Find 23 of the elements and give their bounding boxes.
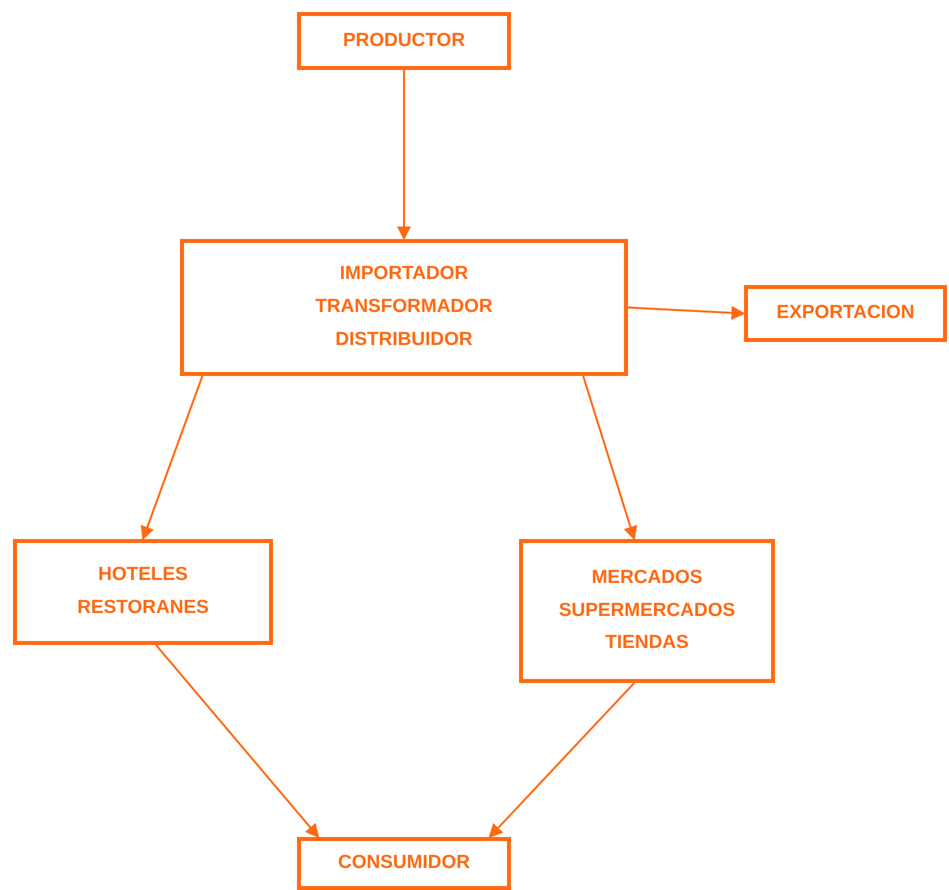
process-box [13,539,273,645]
arrow [397,70,411,240]
node-label: RESTORANES [77,598,209,619]
process-box [744,285,947,342]
arrow [155,644,320,838]
node-label: SUPERMERCADOS [558,600,736,622]
node-label: CONSUMIDOR [338,853,470,874]
node-label: TIENDAS [605,633,689,654]
node-label: MERCADOS [592,568,702,589]
arrow [140,376,204,540]
process-box [519,539,775,683]
process-box [297,12,511,70]
arrow [488,682,635,838]
process-box [297,837,511,890]
node-label: IMPORTADOR [340,264,468,286]
node-label: PRODUCTOR [342,30,466,52]
arrow [582,376,638,540]
node-label: HOTELES [98,565,188,586]
arrow [628,306,746,320]
process-box [180,239,628,376]
node-label: EXPORTACION [776,303,914,324]
node-label: TRANSFORMADOR [315,297,493,318]
node-label: DISTRIBUIDOR [335,330,473,351]
